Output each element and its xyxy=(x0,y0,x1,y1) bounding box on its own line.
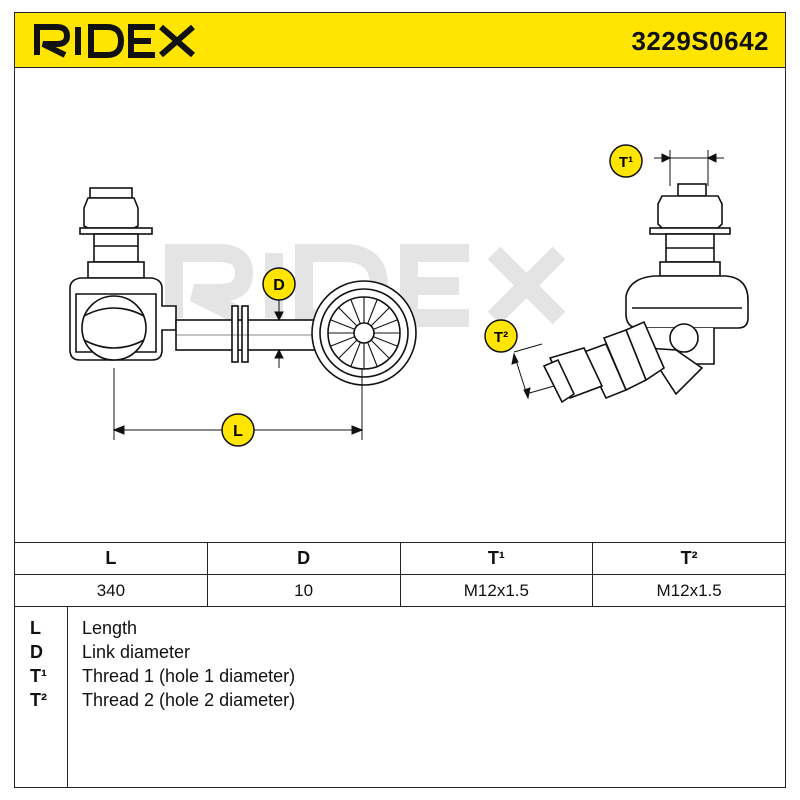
part-number: 3229S0642 xyxy=(631,26,769,56)
spec-header-t1: T¹ xyxy=(399,542,594,575)
legend-key: T¹ xyxy=(30,666,47,686)
spec-value-d: 10 xyxy=(206,574,401,607)
spec-table: L D T¹ T² 340 10 M12x1.5 M12x1.5 xyxy=(14,542,786,607)
legend: L Length D Link diameter T¹ Thread 1 (ho… xyxy=(14,606,786,788)
spec-value-t1: M12x1.5 xyxy=(399,574,594,607)
legend-divider xyxy=(67,606,68,788)
label-t1: T¹ xyxy=(609,144,643,178)
label-t1-text: T¹ xyxy=(619,154,633,171)
legend-description: Length xyxy=(82,618,138,638)
legend-description: Thread 2 (hole 2 diameter) xyxy=(82,690,296,710)
legend-key: T² xyxy=(30,690,47,710)
left-ball-joint xyxy=(69,187,177,361)
label-l-text: L xyxy=(233,423,243,440)
legend-description: Link diameter xyxy=(82,642,191,662)
spec-header-l: L xyxy=(14,542,208,575)
side-view-stud xyxy=(542,320,666,404)
spec-table-value-row: 340 10 M12x1.5 M12x1.5 xyxy=(14,574,786,607)
label-d: D xyxy=(262,267,296,301)
spec-header-d: D xyxy=(206,542,401,575)
link-rod xyxy=(175,305,317,363)
legend-key: L xyxy=(30,618,41,638)
legend-key: D xyxy=(30,642,43,662)
spec-value-t2: M12x1.5 xyxy=(592,574,786,607)
technical-drawing: D L xyxy=(14,68,786,542)
ridex-logo xyxy=(29,19,209,66)
label-d-text: D xyxy=(273,277,285,294)
header-bar: 3229S0642 xyxy=(14,12,786,68)
thread1-dimension xyxy=(654,150,724,186)
thread2-dimension xyxy=(511,343,555,400)
label-l: L xyxy=(221,413,255,447)
label-t2-text: T² xyxy=(494,329,508,346)
legend-description: Thread 1 (hole 1 diameter) xyxy=(82,666,296,686)
spec-value-l: 340 xyxy=(14,574,208,607)
label-t2: T² xyxy=(484,319,518,353)
side-view-joint xyxy=(625,183,749,396)
spec-table-header-row: L D T¹ T² xyxy=(14,542,786,575)
diameter-dimension xyxy=(274,298,284,368)
spec-header-t2: T² xyxy=(592,542,786,575)
right-bushing xyxy=(311,280,417,386)
